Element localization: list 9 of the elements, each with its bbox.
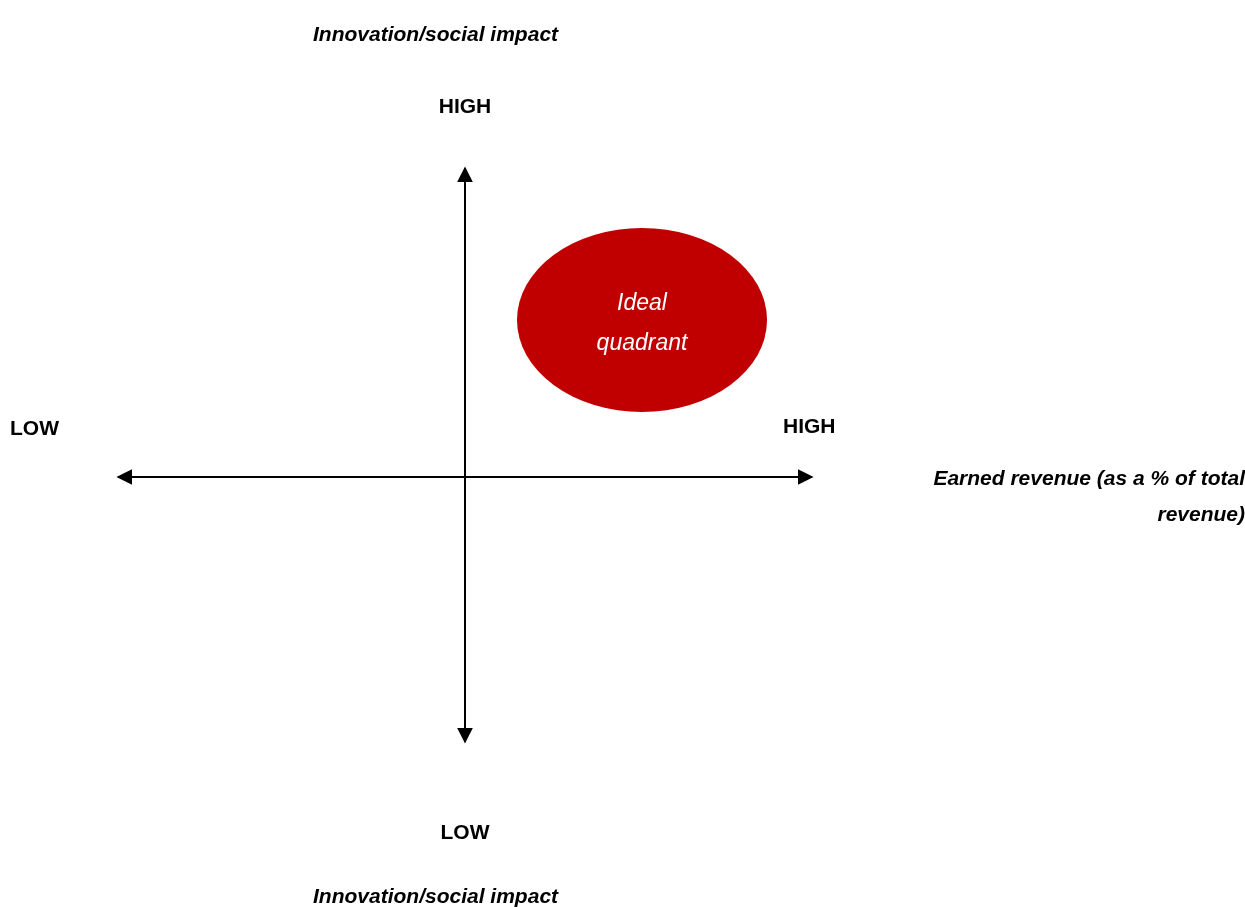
axis-title: Innovation/social impact (313, 21, 560, 47)
axis-end-label: LOW (10, 415, 60, 441)
axis-end-label: LOW (439, 819, 491, 845)
axis-title: Innovation/social impact (313, 883, 560, 907)
axis-end-label: HIGH (437, 93, 493, 119)
quadrant-ellipse (516, 227, 768, 413)
axis-end-label: HIGH (783, 413, 837, 439)
axis-title: Earned revenue (as a % of total revenue) (932, 465, 1245, 527)
ellipse-label: Ideal quadrant (595, 288, 689, 357)
